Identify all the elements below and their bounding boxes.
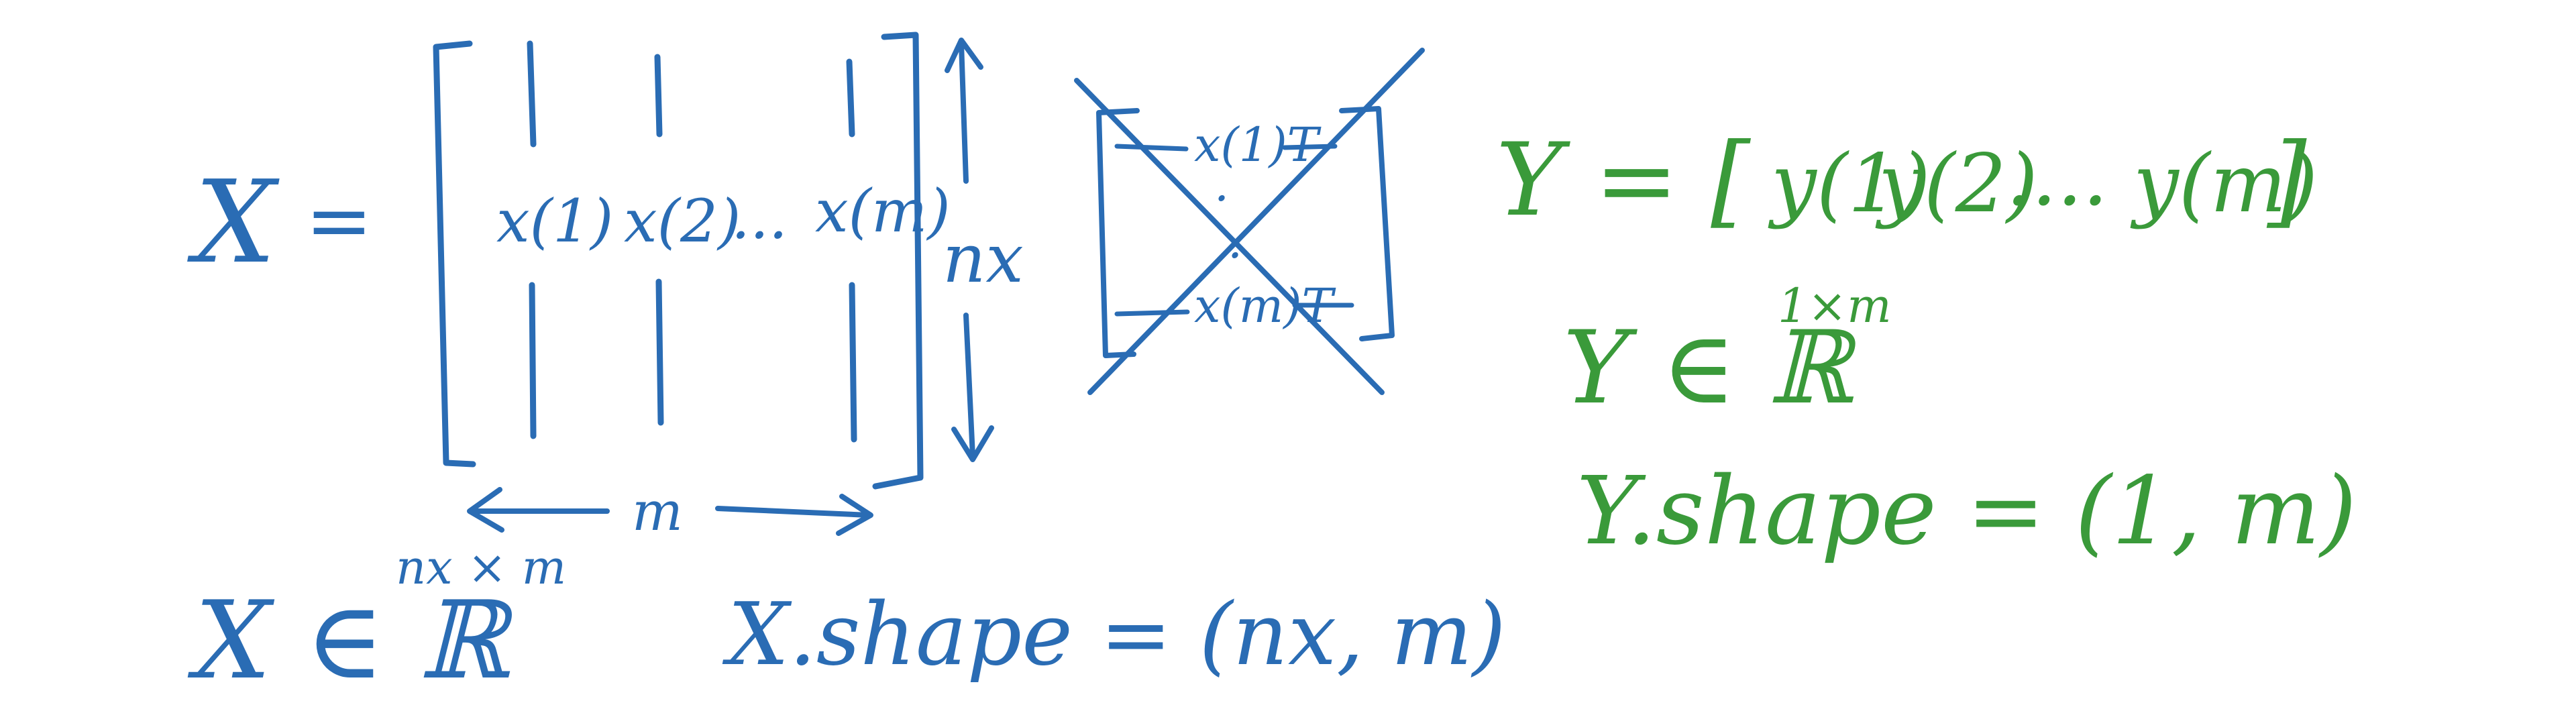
crossed-out-row-matrix: x(1)T · · x(m)T	[1074, 48, 1425, 395]
y-definition: Y = [ y(1) y(2) .... y(m) ] Y ∈ ℝ 1×m Y.…	[1496, 122, 2357, 566]
y-item: y(1)	[1768, 138, 1931, 231]
y-real-set: Y ∈ ℝ	[1563, 310, 1857, 427]
rows-arrow-down	[951, 313, 994, 462]
y-row-vector-prefix: Y = [	[1496, 122, 1751, 239]
column-label: x(2)	[624, 186, 741, 256]
row-dots: ·	[1214, 171, 1229, 226]
left-bracket	[1096, 108, 1140, 358]
x-real-set: X ∈ ℝ	[187, 578, 514, 703]
y-item: y(2)	[1875, 138, 2038, 231]
column-bar	[849, 282, 857, 443]
x-lhs: X	[187, 156, 280, 289]
y-item: ....	[2006, 131, 2108, 224]
cols-arrow-right	[715, 494, 873, 536]
row-bar	[1114, 144, 1189, 152]
x-matrix-definition: X = x(1) x(2) ... x(m) nx m X ∈ ℝ nx × m…	[187, 32, 1506, 703]
column-bar	[655, 278, 664, 426]
column-bar	[846, 58, 855, 138]
cross-out-stroke	[1087, 48, 1425, 395]
column-label: x(m)	[815, 176, 951, 246]
x-shape-statement: X.shape = (nx, m)	[722, 585, 1506, 685]
column-label: x(1)	[496, 186, 613, 256]
cross-out-stroke	[1074, 78, 1385, 395]
equals-sign: =	[305, 174, 373, 268]
left-bracket	[433, 40, 476, 468]
cols-arrow-left	[467, 487, 610, 533]
row-label: x(1)T	[1194, 117, 1322, 172]
column-bar	[529, 282, 537, 439]
x-real-set-exponent: nx × m	[396, 540, 566, 595]
cols-label: m	[632, 480, 683, 543]
y-shape-statement: Y.shape = (1, m)	[1576, 457, 2357, 566]
column-ellipsis: ...	[731, 183, 788, 252]
column-bar	[527, 40, 537, 148]
y-row-vector-suffix: ]	[2266, 122, 2307, 239]
rows-label: nx	[943, 219, 1024, 298]
right-bracket	[1339, 106, 1395, 341]
y-item: y(m)	[2130, 138, 2318, 231]
y-real-set-exponent: 1×m	[1778, 278, 1892, 333]
rows-arrow-up	[945, 38, 983, 184]
column-bar	[654, 54, 663, 138]
right-bracket	[872, 32, 924, 490]
row-bar	[1114, 309, 1190, 317]
